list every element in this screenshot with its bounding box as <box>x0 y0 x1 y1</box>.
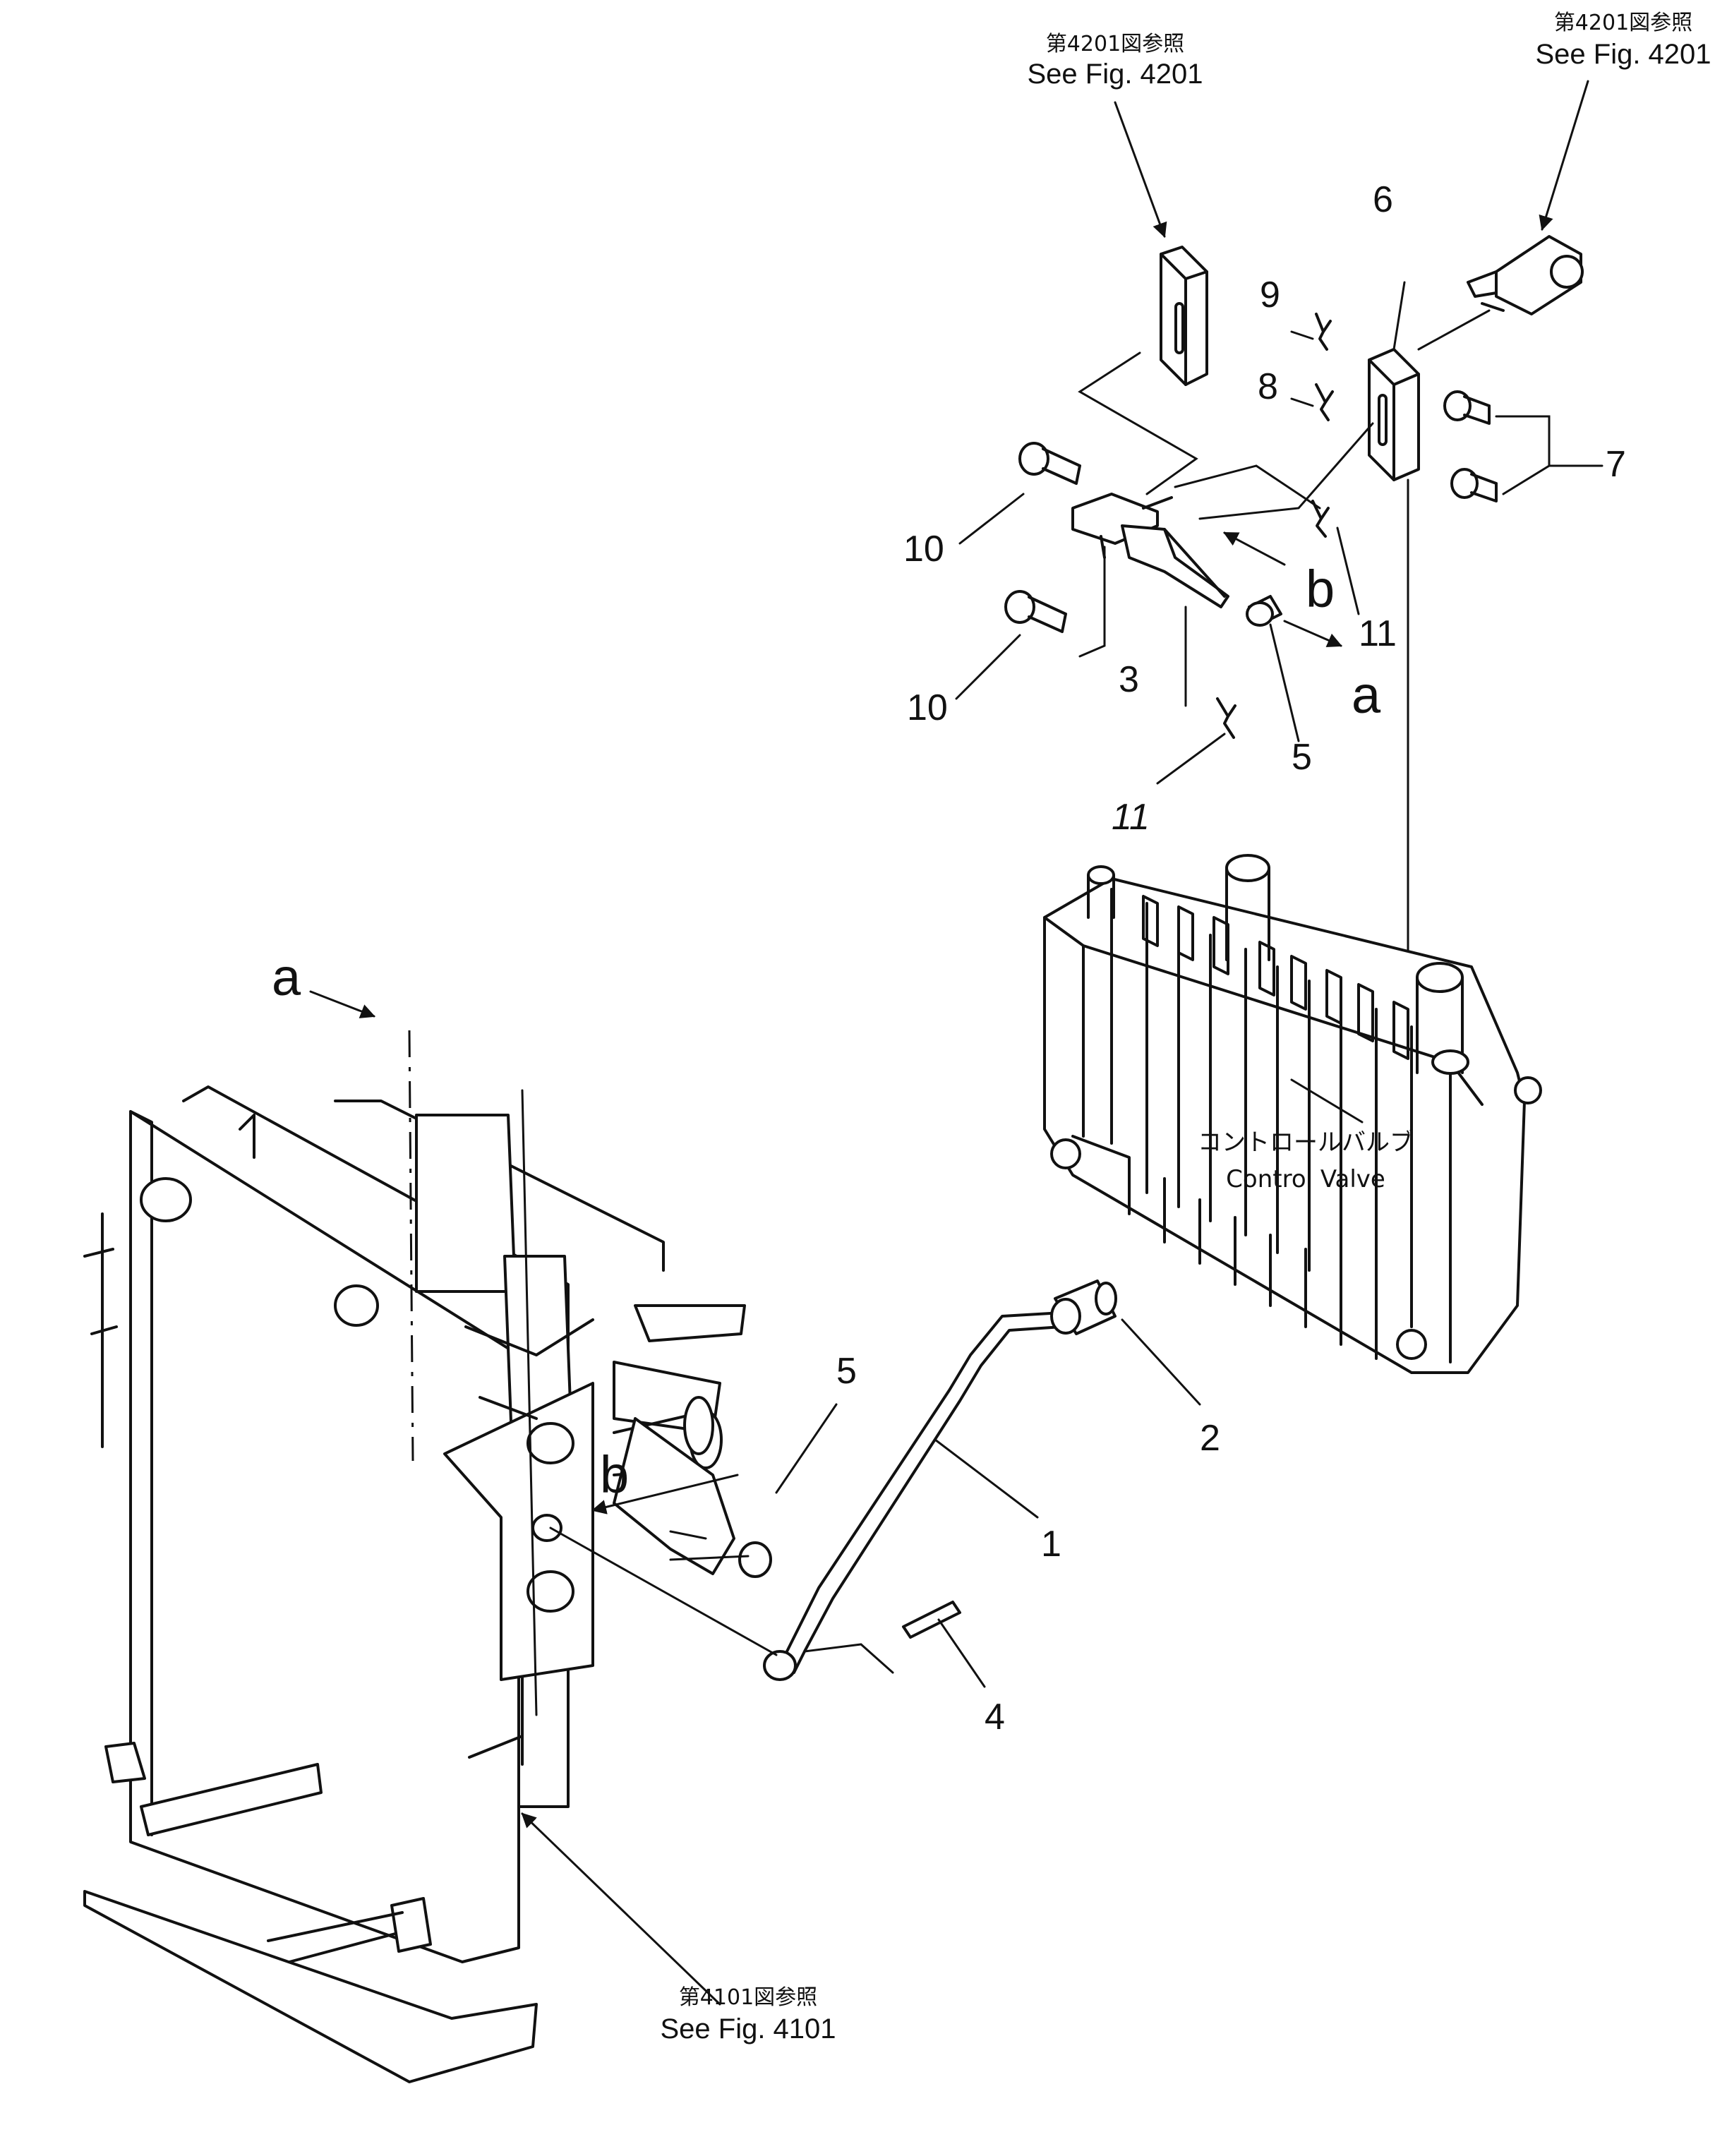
part-6-block <box>1368 309 1491 481</box>
control-valve: コントロールバルブ Control Valve <box>1043 854 1542 1374</box>
ref-en-label: See Fig. 4201 <box>1027 59 1203 90</box>
ref-fig-4201-left: 第4201図参照 See Fig. 4201 <box>1027 32 1203 238</box>
part-3-lever <box>1071 493 1229 707</box>
letter-a-lower: a <box>272 948 301 1006</box>
part-4-pin <box>902 1601 961 1639</box>
callout-numbers: 5 2 1 4 6 9 8 7 10 10 3 11 5 11 <box>836 179 1626 1738</box>
ref-jp-label: 第4201図参照 <box>1046 32 1184 56</box>
control-valve-en-label: Control Valve <box>1226 1165 1385 1193</box>
callout-8: 8 <box>1258 366 1278 407</box>
ref-jp-label: 第4201図参照 <box>1554 11 1692 35</box>
lever-stand-frame <box>83 1085 746 2083</box>
letter-b-lower: b <box>600 1445 629 1504</box>
callout-4: 4 <box>985 1697 1005 1738</box>
letter-b-upper: b <box>1306 560 1335 618</box>
callout-3: 3 <box>1119 659 1139 700</box>
part-5-bushing-lower <box>613 1396 772 1578</box>
callout-6: 6 <box>1373 179 1393 220</box>
lower-leaders <box>309 990 1201 2006</box>
ref-jp-label: 第4101図参照 <box>679 1985 817 2010</box>
ref-arrow <box>1114 101 1167 238</box>
part-7-bolts <box>1443 390 1603 502</box>
callout-10-lower: 10 <box>907 687 948 728</box>
ref-arrow <box>1539 80 1589 231</box>
callout-11-lower: 11 <box>1112 797 1150 838</box>
cotter-pins <box>1216 313 1334 739</box>
ref-en-label: See Fig. 4101 <box>660 2013 836 2044</box>
connection-letters: b a a b <box>272 560 1381 1504</box>
callout-7: 7 <box>1606 444 1626 485</box>
callout-2: 2 <box>1200 1418 1220 1459</box>
letter-a-upper: a <box>1352 666 1381 724</box>
upper-leaders <box>1078 281 1409 1166</box>
callout-10-upper: 10 <box>903 529 944 570</box>
ref-fig-4101: 第4101図参照 See Fig. 4101 <box>660 1985 836 2044</box>
callout-5-upper: 5 <box>1292 737 1312 778</box>
clevis-fitting <box>1467 235 1584 315</box>
ref-en-label: See Fig. 4201 <box>1535 39 1711 70</box>
callout-5-lower: 5 <box>836 1351 857 1392</box>
part-1-rod <box>763 1311 1064 1681</box>
ref-fig-4201-right: 第4201図参照 See Fig. 4201 <box>1535 11 1711 231</box>
control-valve-jp-label: コントロールバルブ <box>1198 1128 1414 1157</box>
part-10-bolts <box>955 442 1081 700</box>
callout-1: 1 <box>1041 1524 1061 1565</box>
callout-9: 9 <box>1260 275 1280 315</box>
callout-11-upper: 11 <box>1359 613 1397 654</box>
link-block-left <box>1160 246 1208 386</box>
part-5-bushing-upper <box>1246 595 1282 627</box>
part-2-grip <box>1050 1279 1117 1335</box>
